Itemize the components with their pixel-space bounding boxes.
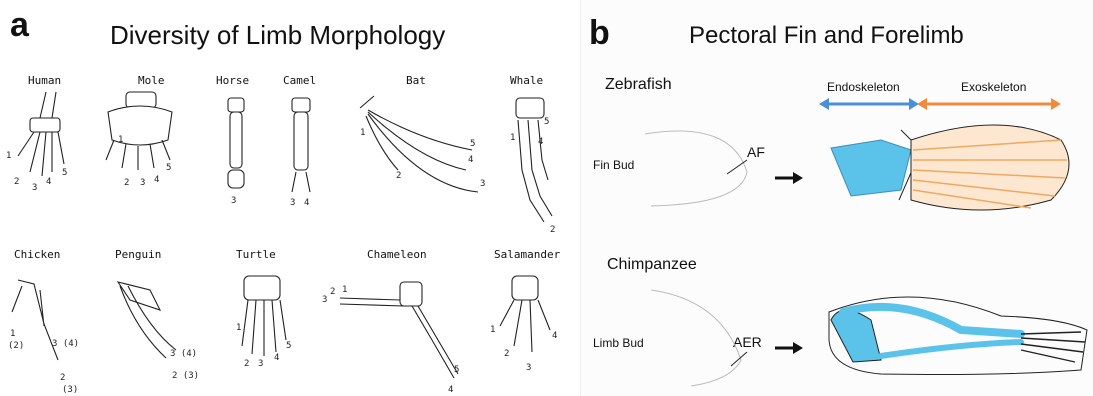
svg-text:1: 1 — [236, 323, 241, 333]
svg-text:4: 4 — [538, 137, 543, 147]
arrow-right-icon — [775, 342, 803, 354]
svg-text:3: 3 — [290, 198, 295, 208]
panel-b: b Pectoral Fin and Forelimb Zebrafish Fi… — [580, 0, 1093, 396]
svg-text:1: 1 — [118, 135, 123, 145]
human-limb: 1 2 34 5 — [6, 92, 67, 193]
svg-text:1: 1 — [10, 329, 15, 339]
fin-limb-drawings — [581, 0, 1093, 396]
svg-text:2: 2 — [124, 178, 129, 188]
svg-text:1: 1 — [342, 285, 347, 295]
svg-text:3: 3 — [258, 359, 263, 369]
svg-text:2: 2 — [550, 225, 555, 235]
svg-text:3: 3 — [140, 178, 145, 188]
svg-text:1: 1 — [490, 325, 495, 335]
svg-text:(3): (3) — [62, 385, 78, 395]
svg-text:4: 4 — [304, 198, 309, 208]
svg-text:5: 5 — [286, 341, 291, 351]
svg-text:4: 4 — [274, 353, 279, 363]
svg-text:2: 2 — [244, 359, 249, 369]
zebrafish-fin — [831, 125, 1069, 210]
svg-text:3 (4): 3 (4) — [52, 339, 79, 349]
horse-limb: 3 — [228, 98, 244, 206]
svg-text:2: 2 — [60, 373, 65, 383]
arrow-right-icon — [775, 172, 803, 184]
chicken-limb: 1 (2) 3 (4) 2 (3) — [8, 280, 79, 395]
penguin-limb: 3 (4) 2 (3) — [118, 282, 199, 381]
svg-text:4: 4 — [448, 385, 453, 395]
svg-text:5: 5 — [62, 168, 67, 178]
svg-text:4: 4 — [154, 175, 159, 185]
svg-text:3: 3 — [322, 295, 327, 305]
svg-text:5: 5 — [166, 163, 171, 173]
panel-a: a Diversity of Limb Morphology Human Mol… — [0, 0, 580, 396]
chimpanzee-arm — [829, 297, 1087, 375]
svg-text:3 (4): 3 (4) — [170, 349, 197, 359]
svg-text:4: 4 — [468, 155, 473, 165]
endoskeleton-arrow — [819, 98, 919, 110]
svg-text:1: 1 — [360, 128, 365, 138]
svg-text:5: 5 — [470, 139, 475, 149]
svg-text:2: 2 — [504, 349, 509, 359]
svg-text:5: 5 — [544, 117, 549, 127]
svg-text:3: 3 — [231, 196, 236, 206]
svg-text:3: 3 — [526, 363, 531, 373]
svg-text:2 (3): 2 (3) — [172, 371, 199, 381]
bat-limb: 1 2 3 4 5 — [360, 96, 485, 192]
exoskeleton-arrow — [917, 98, 1061, 110]
svg-text:2: 2 — [14, 177, 19, 187]
svg-text:3: 3 — [480, 179, 485, 189]
svg-text:2: 2 — [396, 171, 401, 181]
svg-text:5: 5 — [454, 365, 459, 375]
svg-text:2: 2 — [330, 287, 335, 297]
chameleon-limb: 23 1 54 — [322, 282, 459, 395]
svg-text:4: 4 — [552, 331, 557, 341]
svg-text:3: 3 — [32, 183, 37, 193]
svg-text:(2): (2) — [8, 341, 24, 351]
fin-bud-outline — [645, 131, 747, 206]
salamander-limb: 1 2 3 4 — [490, 276, 557, 373]
limb-bud-outline — [651, 290, 741, 386]
svg-text:1: 1 — [510, 133, 515, 143]
svg-text:1: 1 — [6, 151, 11, 161]
svg-text:4: 4 — [46, 177, 51, 187]
